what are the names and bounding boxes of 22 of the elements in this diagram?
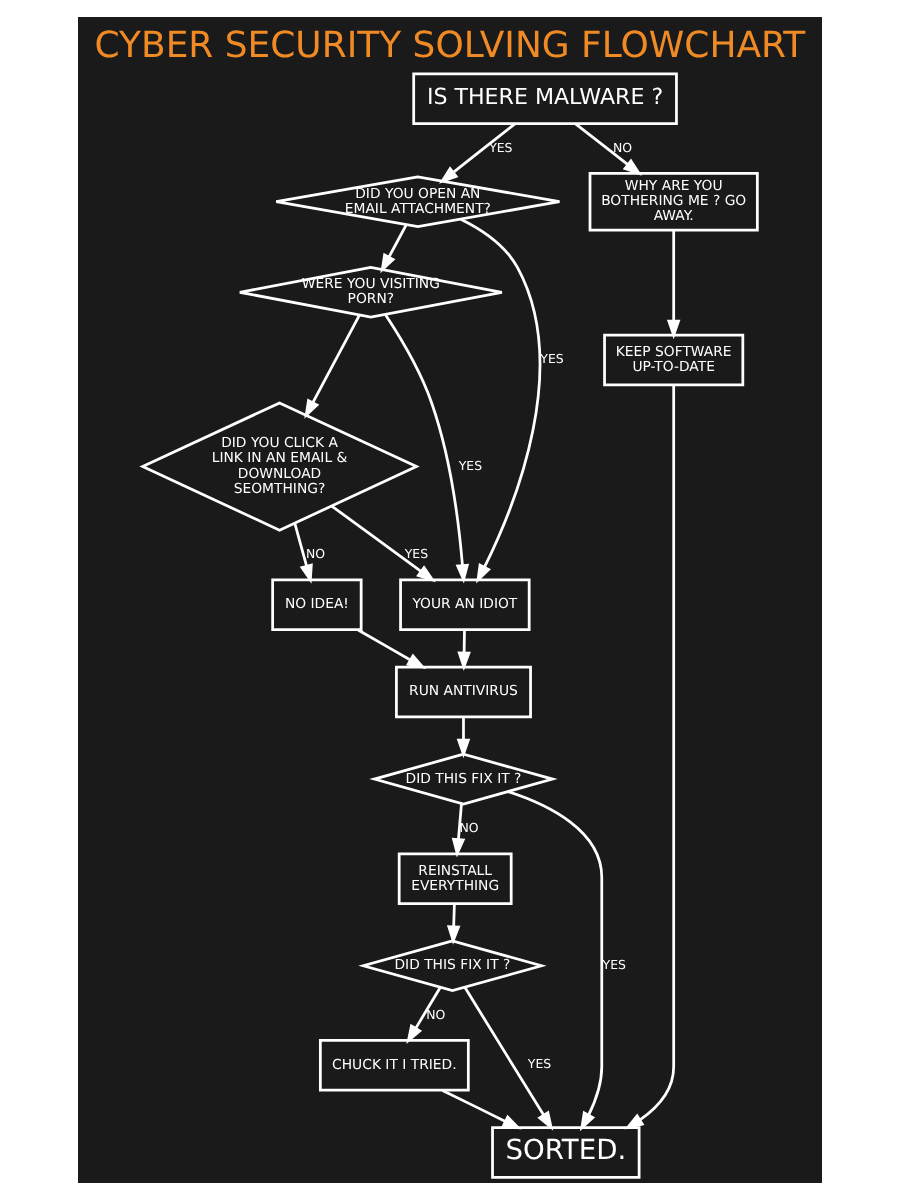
arrow [441,1089,522,1130]
arrow [460,217,542,584]
arrow [463,986,554,1131]
arrow [666,230,681,340]
node-box: IS THERE MALWARE ? [412,72,678,125]
arrow [384,314,470,584]
diagram-title: CYBER SECURITY SOLVING FLOWCHART [94,24,806,67]
arrow [357,628,427,670]
arrow [330,504,436,583]
arrow [304,314,361,419]
arrow [380,224,408,274]
arrow [438,122,516,184]
arrow [406,987,442,1044]
arrow [507,790,604,1132]
arrow [574,122,643,176]
arrow [446,903,461,945]
node-box: SORTED. [491,1126,641,1179]
arrow [293,523,313,584]
arrow [624,385,676,1130]
arrow [451,803,466,858]
arrow [456,717,471,759]
arrow [457,630,471,672]
